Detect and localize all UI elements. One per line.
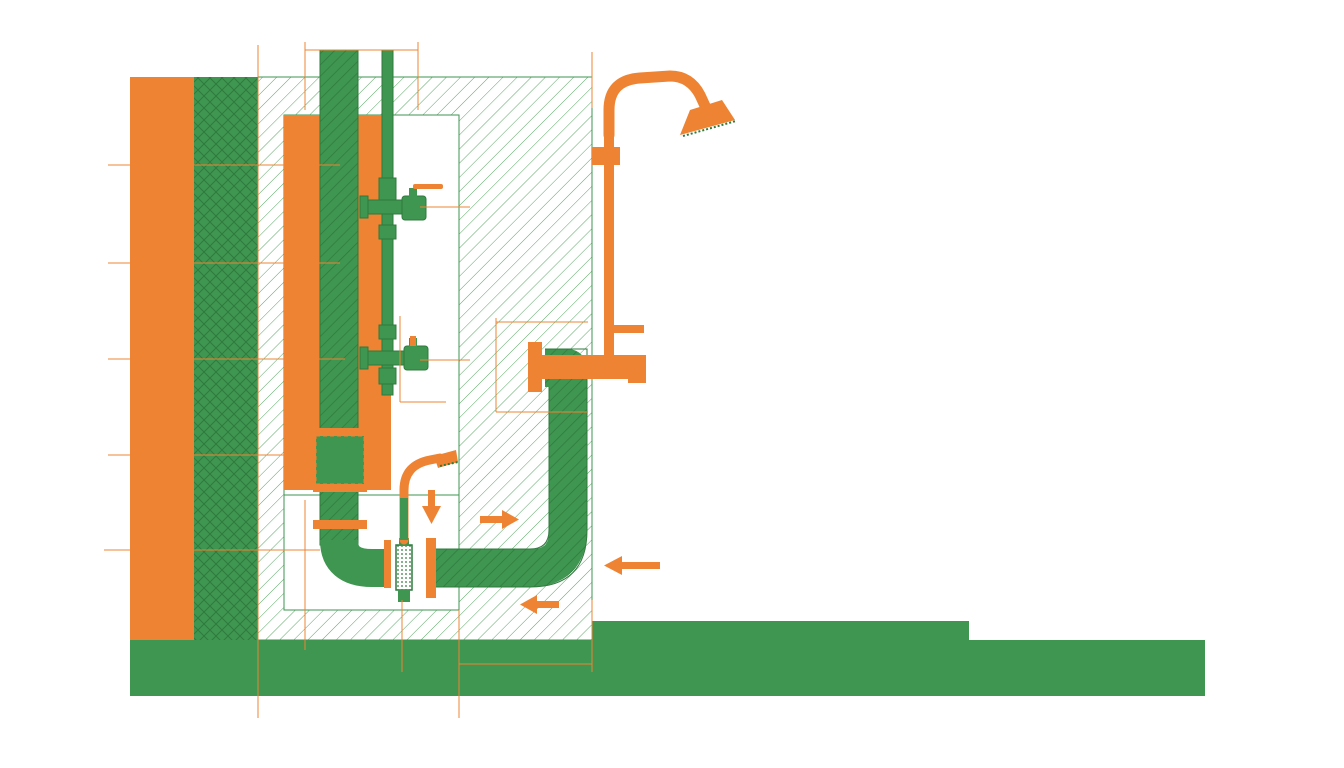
riser-pipe: [604, 130, 614, 360]
arrow-icon: [480, 510, 519, 529]
mixer-handle: [612, 325, 644, 333]
shower-riser: [528, 70, 737, 392]
supply-pipe: [381, 49, 394, 396]
arrow-icon: [422, 490, 441, 524]
drain-elbow: [320, 538, 391, 587]
drain-outline: [430, 348, 588, 588]
horizontal-drain: [430, 349, 587, 587]
riser-bracket: [592, 147, 620, 165]
hand-shower-icon: [399, 450, 459, 545]
dimension-lines: [104, 42, 593, 718]
floor-slab: [130, 640, 1205, 696]
drain-stack: [313, 49, 588, 588]
shower-head-icon: [680, 100, 737, 137]
valve-icon: [359, 336, 429, 371]
strainer-icon: [384, 538, 436, 602]
floor: [130, 621, 1205, 696]
supply-line: [359, 49, 443, 396]
pipe-collar: [313, 520, 367, 529]
supply-pipe-joint-3: [378, 324, 397, 340]
arrow-icon: [520, 595, 559, 614]
floor-step: [592, 621, 969, 640]
supply-pipe-joint-2: [378, 224, 397, 240]
arrow-icon: [604, 556, 660, 575]
mixer-valve-plate: [528, 342, 542, 392]
pipe-coupling-body: [315, 435, 365, 485]
pipe-coupling-upper: [313, 428, 367, 436]
shower-arm: [603, 70, 712, 141]
flow-arrows: [422, 490, 660, 614]
valve-icon: [359, 184, 443, 221]
supply-pipe-joint-1: [378, 177, 397, 201]
pipe-coupling-lower: [313, 484, 367, 492]
mixer-valve-outlet: [628, 355, 646, 383]
supply-pipe-joint-4: [378, 367, 397, 385]
